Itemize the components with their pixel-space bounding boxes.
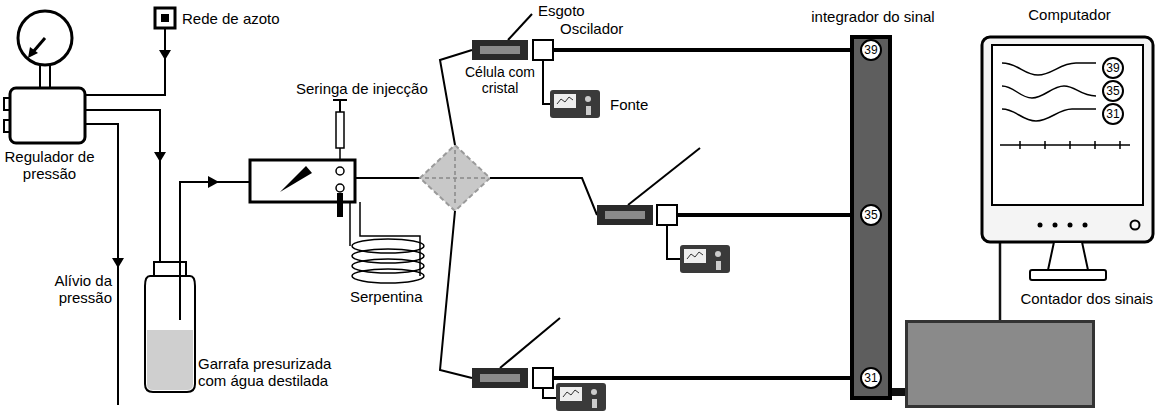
signal-wire (553, 48, 850, 52)
flow-splitter (420, 145, 490, 211)
nitrogen-supply-core (161, 14, 169, 22)
distilled-water (147, 330, 193, 390)
signal-trace (1002, 86, 1096, 98)
power-wire (543, 388, 556, 398)
channel-number-text: 39 (864, 44, 877, 56)
supply-label: Rede de azoto (182, 10, 280, 27)
pressurising-line (85, 110, 160, 270)
power-wire (543, 60, 550, 104)
flow-arrow (112, 258, 124, 268)
time-axis (1000, 141, 1130, 149)
monitor-drawing (980, 35, 1155, 285)
signal-trace (1002, 109, 1096, 121)
part-label: Alívio da pressão (40, 272, 112, 306)
gauge-needle (33, 38, 45, 52)
nitrogen-supply-symbol (155, 8, 175, 28)
node-heading: integrador do sinal (800, 8, 946, 26)
flow-line (490, 178, 597, 215)
power-button (1131, 221, 1140, 230)
part-label: Célula com cristal (462, 64, 538, 96)
relief-line (85, 124, 118, 405)
water-line (180, 182, 250, 320)
part-label: Seringa de injecção (296, 80, 428, 97)
valve-handle (280, 166, 312, 192)
drain-line (508, 14, 532, 40)
valve-outlet (337, 193, 343, 217)
pressure-regulator (10, 88, 85, 143)
gauge-neck (40, 64, 50, 90)
channel-number: 35 (860, 204, 882, 226)
data-cable (892, 388, 905, 396)
splitter-channel (425, 177, 485, 179)
monitor-screen (992, 45, 1143, 205)
channel-number-text: 35 (1106, 85, 1119, 97)
crystal-cell (472, 368, 528, 388)
flow-line (440, 211, 472, 378)
signal-wire (553, 376, 850, 380)
coil-lead (349, 202, 351, 246)
coil-loop (352, 269, 424, 283)
signal-wire (677, 213, 850, 217)
monitor-button (1038, 223, 1043, 228)
signal-trace (1002, 63, 1096, 75)
part-label: Esgoto (538, 2, 585, 19)
power-supply (680, 245, 730, 273)
computer-cable (999, 242, 1002, 320)
oscillator (533, 40, 553, 60)
oscillator (657, 205, 677, 225)
node-frame (905, 320, 1095, 408)
bottle-cap (154, 262, 186, 276)
channel-number-text: 31 (1106, 108, 1119, 120)
channel-number-text: 31 (864, 372, 877, 384)
node-heading: Contador dos sinais (1020, 290, 1153, 308)
monitor-neck (1048, 242, 1088, 270)
part-label: Garrafa presurizada com água destilada (198, 355, 358, 389)
channel-number: 35 (1102, 80, 1124, 102)
crystal-cell (472, 40, 528, 60)
computer-monitor: Computador 39 35 31 (980, 6, 1159, 286)
power-wire (667, 225, 680, 259)
valve-port (336, 167, 344, 175)
channel-number-text: 35 (864, 209, 877, 221)
channel-number: 39 (860, 39, 882, 61)
channel-number: 31 (1102, 103, 1124, 125)
power-supply (556, 383, 606, 411)
pressure-gauge (18, 11, 72, 65)
node-frame (980, 35, 1155, 285)
gauge-needle-head (28, 47, 38, 58)
monitor-button (1083, 223, 1088, 228)
monitor-base (1030, 270, 1106, 280)
signal-counter-box: Contador dos sinais (900, 290, 1155, 410)
flow-arrow (208, 176, 219, 188)
channel-number-text: 39 (1106, 62, 1119, 74)
channel-number: 31 (860, 367, 882, 389)
crystal-cell (597, 205, 653, 225)
flow-arrow (154, 152, 166, 162)
drain-line (628, 148, 700, 205)
monitor-button (1068, 223, 1073, 228)
channel-number: 39 (1102, 57, 1124, 79)
oscillator (533, 368, 553, 388)
pressurised-bottle (145, 276, 195, 392)
monitor-casing (982, 37, 1153, 242)
part-label: Regulador de pressão (2, 148, 97, 182)
monitor-button (1053, 223, 1058, 228)
nitrogen-line (85, 28, 165, 95)
node-heading: Computador (980, 6, 1159, 24)
syringe-plunger (339, 100, 341, 112)
drain-line (500, 318, 560, 368)
valve-port (336, 184, 344, 192)
flow-arrow (159, 50, 171, 60)
part-label: Fonte (610, 96, 648, 113)
sample-line (355, 177, 421, 179)
part-label: Oscilador (560, 20, 623, 37)
part-label: Serpentina (350, 288, 423, 305)
syringe-barrel (336, 112, 344, 148)
power-supply (550, 90, 600, 118)
